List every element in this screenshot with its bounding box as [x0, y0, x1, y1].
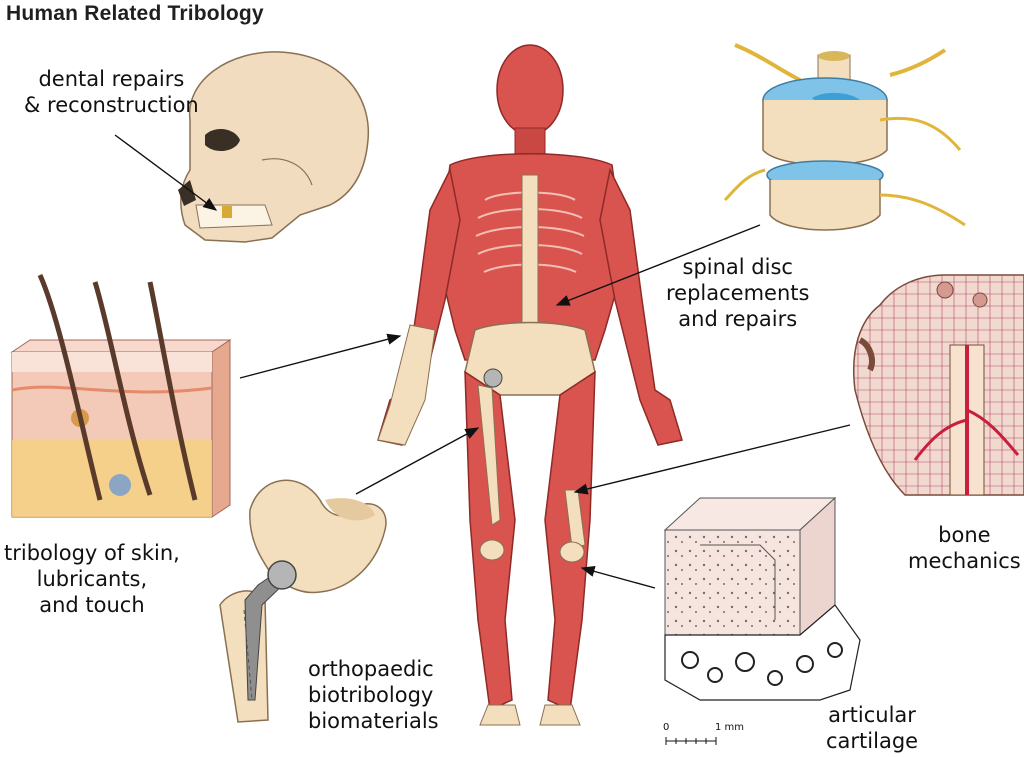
scale-start-label: 0: [663, 722, 670, 733]
bone-arrow: [573, 424, 851, 495]
spinal-disc-illustration: [723, 43, 966, 231]
skull-illustration: [178, 51, 370, 243]
skin-label: tribology of skin, lubricants, and touch: [4, 541, 180, 617]
ortho-label: orthopaedic biotribology biomaterials: [308, 657, 439, 733]
skin-block-illustration: [10, 273, 232, 518]
muscle-figure-illustration: [377, 44, 683, 726]
cartilage-label: articular cartilage: [826, 703, 919, 753]
skin-arrow: [239, 333, 402, 379]
hip-implant-illustration: [219, 479, 387, 723]
scale-end-label: 1 mm: [715, 722, 745, 733]
scale-bar: [665, 737, 717, 745]
bone-section-illustration: [853, 274, 1024, 496]
cartilage-arrow: [580, 565, 656, 589]
dental-label: dental repairs & reconstruction: [24, 67, 199, 117]
spinal-label: spinal disc replacements and repairs: [666, 255, 810, 331]
spinal-arrow: [555, 224, 761, 306]
page-title: Human Related Tribology: [6, 2, 264, 25]
trabecular-bone-icon: [681, 642, 843, 686]
bone-label: bone mechanics: [908, 523, 1021, 573]
cartilage-block-illustration: [663, 496, 861, 701]
callout-arrows: [114, 134, 851, 589]
hip-arrow: [355, 427, 480, 495]
dental-arrow: [114, 134, 218, 211]
